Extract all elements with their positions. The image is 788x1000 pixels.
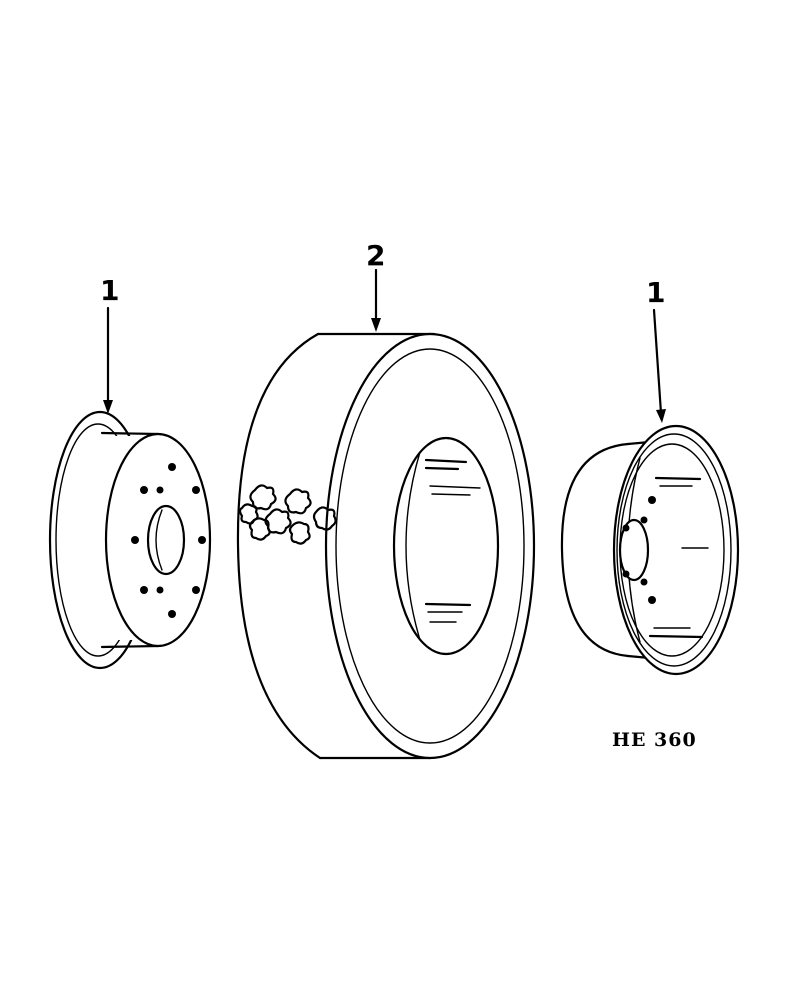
callout-tire: 2 [366, 239, 385, 272]
tire-bore-shading [424, 458, 481, 623]
callout-left-wheel: 1 [100, 274, 119, 307]
left-wheel-rim [48, 410, 212, 670]
right-wheel-bolt-holes [622, 496, 656, 604]
left-wheel-bolt-holes [131, 463, 206, 618]
tire-tread-lugs [238, 484, 337, 545]
leader-arrow-right-wheel [652, 308, 666, 423]
right-wheel-rim [560, 424, 740, 676]
leader-arrow-tire [371, 268, 381, 332]
figure-code: HE 360 [612, 729, 697, 751]
callout-right-wheel: 1 [646, 276, 665, 309]
right-wheel-shading [648, 476, 709, 639]
tire [236, 332, 536, 760]
leader-arrow-left-wheel [103, 306, 113, 414]
